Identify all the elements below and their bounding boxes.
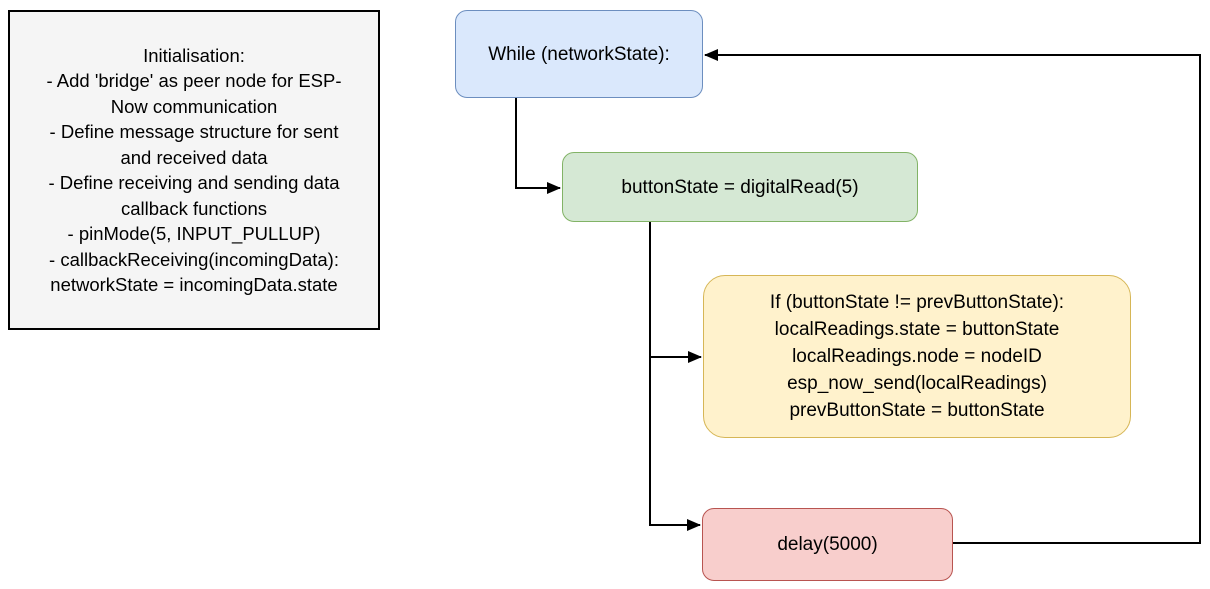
if-block-line: prevButtonState = buttonState	[789, 400, 1045, 421]
note-line: - Define receiving and sending data	[48, 172, 340, 193]
flow-node-if-block: If (buttonState != prevButtonState): loc…	[703, 275, 1131, 438]
flow-node-while-loop: While (networkState):	[455, 10, 703, 98]
delay-label: delay(5000)	[777, 534, 878, 555]
read-button-label: buttonState = digitalRead(5)	[621, 176, 859, 198]
init-note-box: Initialisation: - Add 'bridge' as peer n…	[8, 10, 380, 330]
edge-read-to-if	[649, 222, 702, 363]
note-line: - callbackReceiving(incomingData):	[49, 248, 339, 270]
note-line: - Define message structure for sent	[49, 121, 339, 142]
note-line: networkState = incomingData.state	[50, 274, 338, 295]
while-loop-label: While (networkState):	[488, 43, 670, 65]
note-line: callback functions	[120, 197, 268, 219]
if-block-line: If (buttonState != prevButtonState):	[769, 292, 1065, 313]
note-line: - pinMode(5, INPUT_PULLUP)	[67, 223, 321, 244]
if-block-line: esp_now_send(localReadings)	[787, 373, 1047, 394]
flow-node-read-button: buttonState = digitalRead(5)	[562, 152, 918, 222]
if-block-line: localReadings.state = buttonState	[774, 319, 1060, 340]
note-line: Initialisation:	[143, 44, 245, 66]
note-line: and received data	[120, 146, 268, 168]
note-line: - Add 'bridge' as peer node for ESP-	[46, 70, 342, 91]
edge-while-to-read	[515, 98, 561, 194]
edge-delay-to-while	[704, 49, 1201, 544]
if-block-line: localReadings.node = nodeID	[792, 346, 1042, 367]
flow-node-delay: delay(5000)	[702, 508, 953, 581]
edge-read-to-delay	[649, 357, 701, 531]
note-line: Now communication	[110, 95, 278, 117]
